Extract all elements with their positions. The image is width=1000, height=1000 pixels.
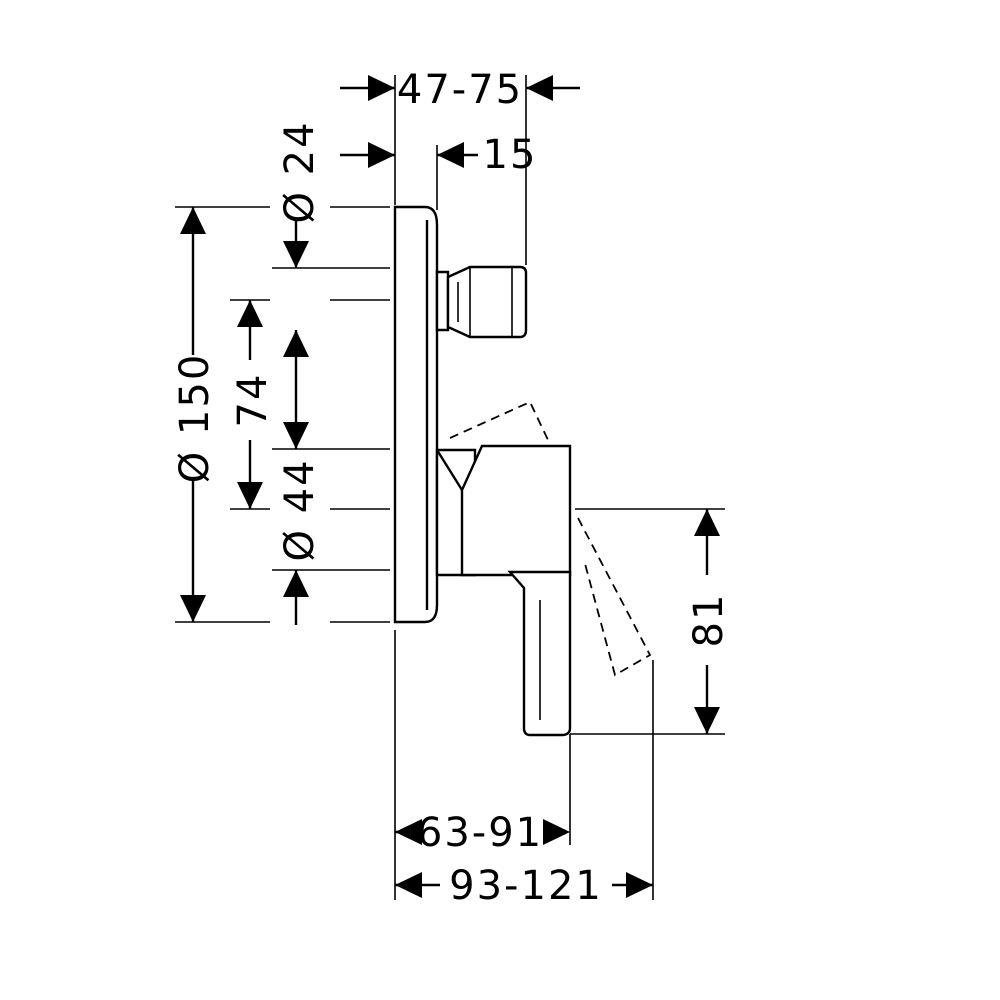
dimension-arrows — [180, 75, 720, 898]
handle-projection-label: 63-91 — [417, 810, 543, 856]
total-projection-label: 93-121 — [449, 863, 603, 909]
wall-plate — [393, 205, 439, 624]
diverter-collar — [435, 270, 450, 332]
plate-diameter-label: Ø 150 — [172, 353, 218, 484]
depth-range-label: 47-75 — [397, 67, 523, 113]
center-distance-label: 74 — [230, 373, 276, 428]
lever-head — [460, 444, 572, 577]
diverter-knob — [446, 265, 528, 339]
handle-drop-label: 81 — [686, 593, 732, 648]
handle-alt-position-upper — [449, 400, 549, 441]
spout-depth-label: 15 — [483, 132, 538, 178]
dimension-labels: 47-75 15 Ø 150 Ø 24 74 Ø 44 81 63-91 93-… — [172, 67, 732, 909]
spout-diameter-label: Ø 24 — [277, 120, 323, 223]
mixer-body — [393, 205, 652, 737]
spindle-diameter-label: Ø 44 — [277, 458, 323, 561]
handle-alt-position-lower — [577, 517, 652, 677]
